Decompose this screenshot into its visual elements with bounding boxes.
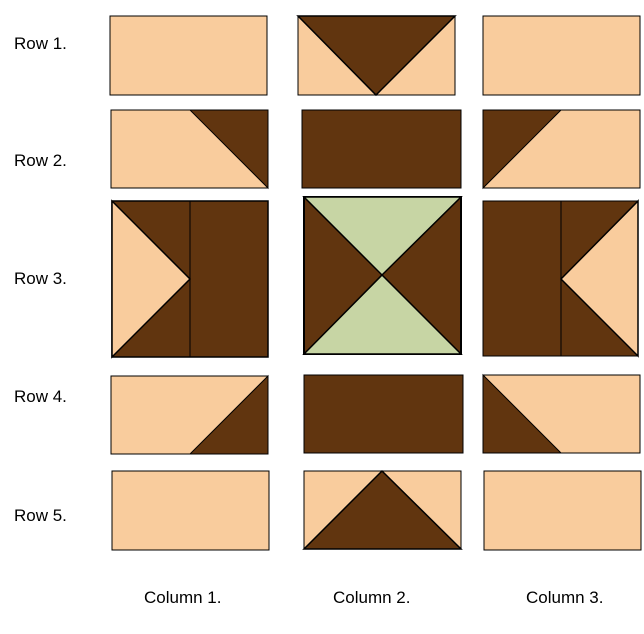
piece-row1-col1 [109, 15, 268, 96]
tan-rectangle [109, 15, 268, 96]
piece-row3-col2 [302, 196, 463, 355]
brown-up-triangle [302, 469, 463, 550]
brown-down-triangle [296, 15, 457, 97]
piece-row4-col2 [303, 374, 464, 454]
row-1-label: Row 1. [14, 34, 67, 53]
tan-side-triangle [559, 199, 639, 358]
brown-corner-triangle [482, 373, 563, 454]
brown-rectangle [303, 374, 464, 454]
piece-row3-col1 [111, 199, 269, 359]
piece-row2-col2 [301, 109, 462, 189]
row-4-label: Row 4. [14, 387, 67, 406]
piece-row3-col3 [482, 199, 639, 358]
brown-corner-triangle [482, 109, 563, 190]
tan-rectangle [483, 470, 642, 551]
piece-row2-col1 [110, 109, 269, 190]
sage-top-triangle [302, 196, 463, 277]
row-5-label: Row 5. [14, 506, 67, 525]
sage-bottom-triangle [302, 273, 463, 355]
piece-row1-col2 [296, 15, 457, 97]
piece-row1-col3 [482, 15, 641, 96]
piece-row2-col3 [482, 109, 641, 190]
column-3-label: Column 3. [526, 588, 604, 607]
piece-row4-col3 [482, 373, 641, 454]
tan-rectangle [111, 470, 270, 551]
brown-corner-triangle [188, 109, 269, 190]
piece-row5-col3 [483, 470, 642, 551]
piece-row5-col1 [111, 470, 270, 551]
piece-row4-col1 [110, 374, 269, 455]
tan-side-triangle [111, 199, 192, 359]
brown-rectangle [301, 109, 462, 189]
tan-rectangle [482, 15, 641, 96]
column-2-label: Column 2. [333, 588, 411, 607]
piece-row5-col2 [302, 469, 463, 550]
row-3-label: Row 3. [14, 269, 67, 288]
brown-corner-triangle [188, 374, 269, 455]
row-2-label: Row 2. [14, 151, 67, 170]
column-1-label: Column 1. [144, 588, 222, 607]
